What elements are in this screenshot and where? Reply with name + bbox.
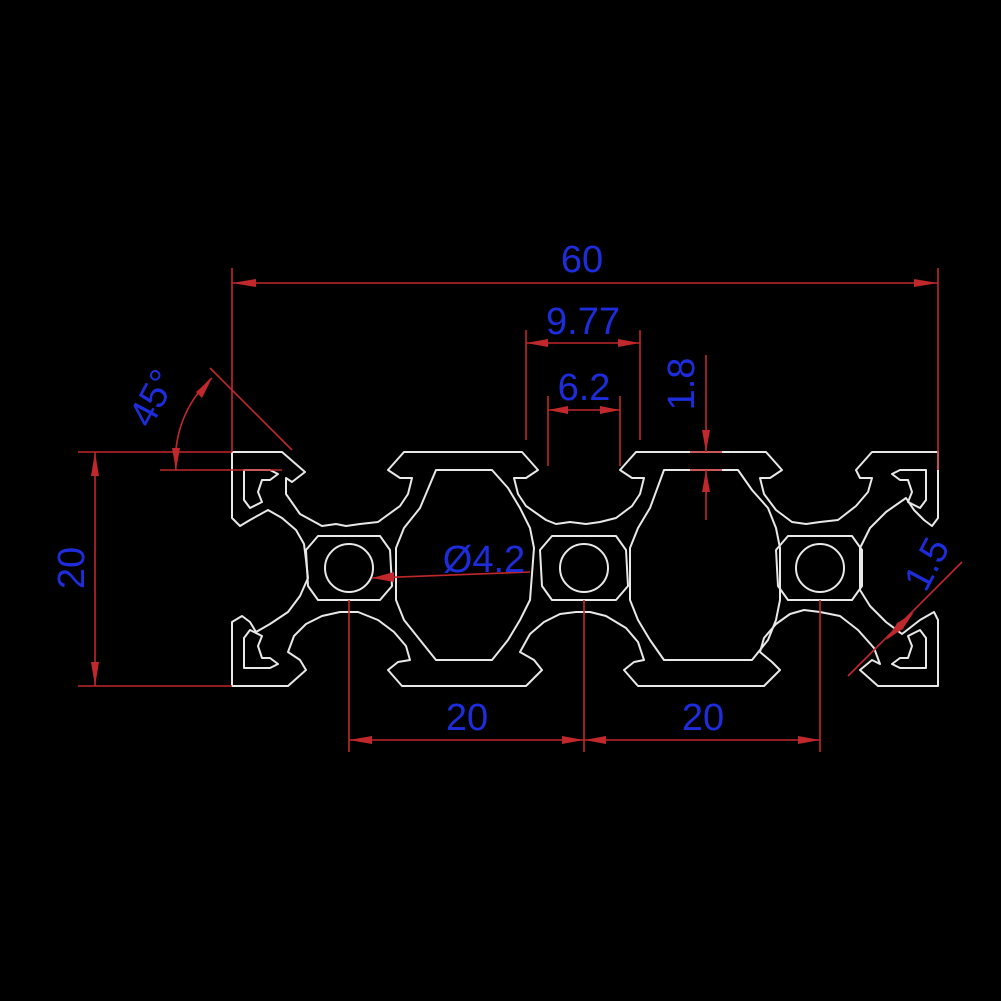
left-upper-slot-hook — [243, 469, 279, 509]
left-core-ring — [305, 535, 393, 601]
pitch-left-label: 20 — [446, 697, 488, 739]
left-lower-slot-hook — [243, 629, 279, 669]
overall-width-label: 60 — [561, 239, 603, 281]
profile-height-label: 20 — [51, 547, 93, 589]
hole-diameter-label: Ø4.2 — [443, 539, 525, 581]
slot-width-label: 9.77 — [546, 301, 620, 343]
right-upper-slot-hook — [891, 469, 927, 509]
right-center-hole — [795, 543, 845, 593]
right-core-ring — [775, 535, 863, 601]
extrusion-profile — [231, 451, 939, 687]
middle-center-hole — [559, 543, 609, 593]
dimension-lines — [78, 268, 963, 752]
left-center-hole — [324, 543, 374, 593]
lip-thickness-label: 1.8 — [661, 358, 703, 411]
middle-core-ring — [539, 535, 629, 601]
outer-contour — [231, 451, 939, 687]
wall-thickness-label: 1.5 — [896, 531, 958, 597]
chamfer-angle-label: 45° — [121, 363, 185, 433]
dimension-labels: 60 9.77 6.2 1.8 45° 20 Ø4.2 20 20 1.5 — [51, 239, 958, 739]
right-cavity — [629, 469, 781, 661]
right-lower-slot-hook — [891, 629, 927, 669]
pitch-right-label: 20 — [682, 697, 724, 739]
slot-opening-label: 6.2 — [558, 367, 611, 409]
left-cavity — [395, 469, 535, 661]
